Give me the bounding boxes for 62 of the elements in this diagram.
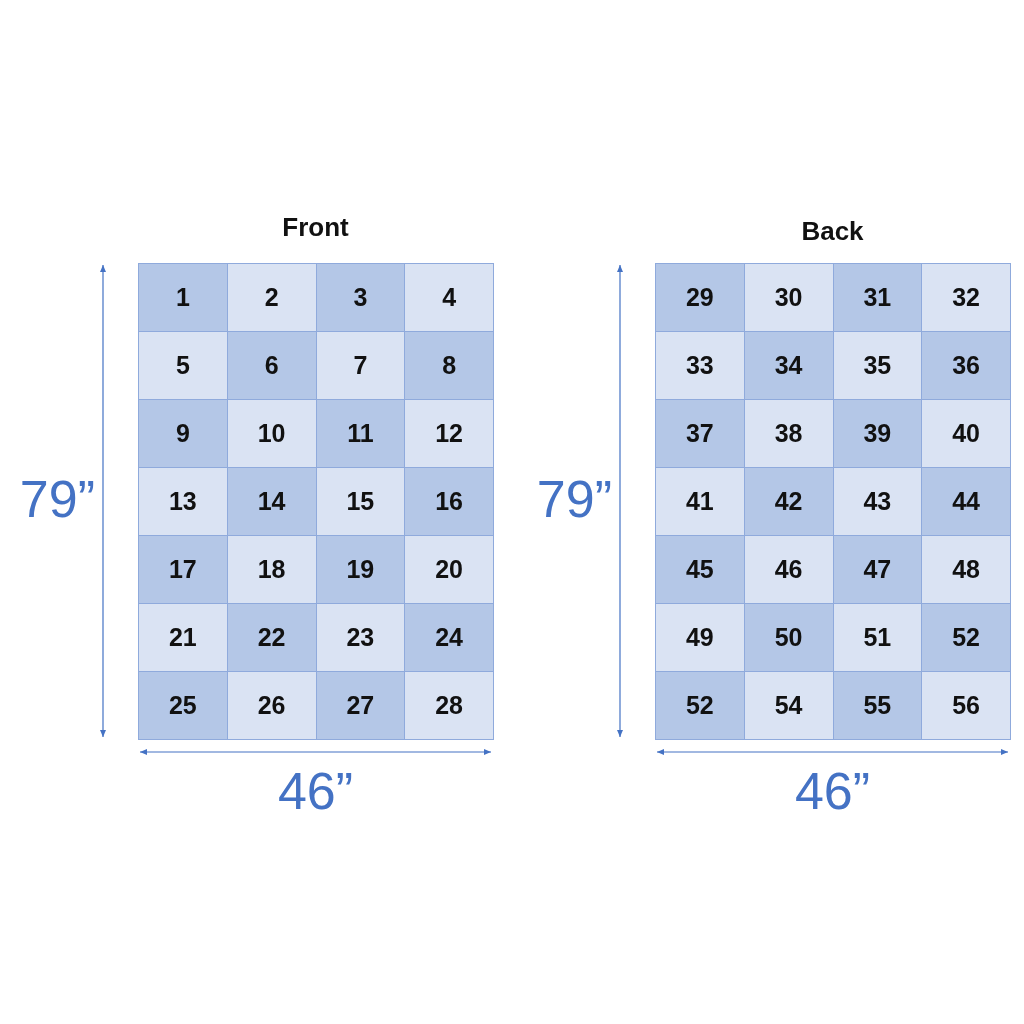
grid-cell: 47 xyxy=(832,535,923,604)
grid-cell: 7 xyxy=(315,331,406,400)
grid-cell: 45 xyxy=(655,535,745,604)
grid-cell: 24 xyxy=(404,603,494,672)
grid-cell: 55 xyxy=(832,671,923,740)
grid-cell: 20 xyxy=(404,535,494,604)
grid-cell: 23 xyxy=(315,603,406,672)
grid-cell: 26 xyxy=(226,671,317,740)
grid-cell: 32 xyxy=(921,263,1011,332)
grid-cell: 50 xyxy=(743,603,834,672)
grid-cell: 35 xyxy=(832,331,923,400)
dimension-label: 79” xyxy=(19,473,95,525)
grid-cell: 39 xyxy=(832,399,923,468)
grid-cell: 11 xyxy=(315,399,406,468)
grid-cell: 51 xyxy=(832,603,923,672)
grid-cell: 2 xyxy=(226,263,317,332)
grid-cell: 54 xyxy=(743,671,834,740)
grid-cell: 52 xyxy=(655,671,745,740)
dimension-label: 79” xyxy=(536,473,612,525)
grid-cell: 22 xyxy=(226,603,317,672)
grid-cell: 10 xyxy=(226,399,317,468)
grid-cell: 31 xyxy=(832,263,923,332)
grid-cell: 15 xyxy=(315,467,406,536)
grid-cell: 43 xyxy=(832,467,923,536)
grid-cell: 40 xyxy=(921,399,1011,468)
grid-cell: 33 xyxy=(655,331,745,400)
grid-cell: 28 xyxy=(404,671,494,740)
grid-cell: 13 xyxy=(138,467,228,536)
grid-cell: 52 xyxy=(921,603,1011,672)
grid-cell: 42 xyxy=(743,467,834,536)
grid-heading: Front xyxy=(282,212,349,243)
grid-cell: 49 xyxy=(655,603,745,672)
grid-cell: 37 xyxy=(655,399,745,468)
grid-cell: 18 xyxy=(226,535,317,604)
grid-cell: 9 xyxy=(138,399,228,468)
grid-cell: 34 xyxy=(743,331,834,400)
grid-cell: 25 xyxy=(138,671,228,740)
grid-cell: 17 xyxy=(138,535,228,604)
grid-cell: 6 xyxy=(226,331,317,400)
grid-cell: 38 xyxy=(743,399,834,468)
grid-cell: 12 xyxy=(404,399,494,468)
grid-cell: 4 xyxy=(404,263,494,332)
grid-cell: 3 xyxy=(315,263,406,332)
grid-cell: 48 xyxy=(921,535,1011,604)
grid-cell: 19 xyxy=(315,535,406,604)
grid-cell: 36 xyxy=(921,331,1011,400)
grid-cell: 56 xyxy=(921,671,1011,740)
grid-cell: 8 xyxy=(404,331,494,400)
grid-cell: 30 xyxy=(743,263,834,332)
grid-cell: 46 xyxy=(743,535,834,604)
grid-cell: 41 xyxy=(655,467,745,536)
grid-cell: 29 xyxy=(655,263,745,332)
grid-cell: 21 xyxy=(138,603,228,672)
grid-cell: 16 xyxy=(404,467,494,536)
dimension-label: 46” xyxy=(277,765,354,817)
dimension-label: 46” xyxy=(794,765,871,817)
grid-cell: 44 xyxy=(921,467,1011,536)
grid-cell: 5 xyxy=(138,331,228,400)
grid-cell: 14 xyxy=(226,467,317,536)
grid-cell: 27 xyxy=(315,671,406,740)
grid-cell: 1 xyxy=(138,263,228,332)
grid-heading: Back xyxy=(801,216,864,247)
